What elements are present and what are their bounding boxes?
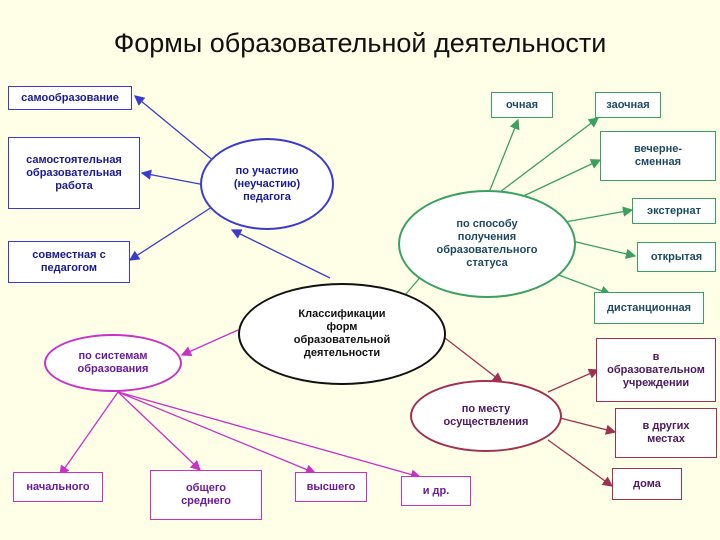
arrow-status-to-evening [514, 159, 602, 201]
arrow-participation-to-independent [140, 169, 206, 186]
other-places-box: в других местах [615, 408, 717, 458]
arrow-systems-to-higher [117, 391, 317, 475]
arrow-place-to-other-places [559, 417, 617, 435]
systems-node: по системам образования [44, 334, 182, 392]
selfeducation-box: самообразование [8, 86, 132, 110]
higher-box: высшего [295, 472, 367, 502]
correspondence-box: заочная [595, 92, 661, 118]
arrow-status-to-correspondence [499, 117, 600, 193]
arrow-place-to-home [547, 439, 614, 487]
primary-box: начального [13, 472, 103, 502]
arrow-systems-to-other [117, 391, 422, 480]
independent-work-box: самостоятельная образовательная работа [8, 137, 140, 209]
arrow-participation-to-selfeducation [133, 95, 216, 163]
place-node: по месту осуществления [410, 380, 562, 452]
arrow-systems-to-secondary [117, 391, 201, 471]
arrow-status-to-fulltime [489, 118, 520, 191]
open-box: открытая [637, 242, 716, 272]
etc-box: и др. [401, 476, 471, 506]
general-secondary-box: общего среднего [150, 470, 262, 520]
arrow-status-to-open [567, 239, 637, 259]
arrow-center-to-place [444, 337, 504, 383]
arrow-center-to-systems [180, 329, 239, 357]
participation-node: по участию (неучастию) педагога [200, 138, 334, 230]
center-node: Классификации форм образовательной деяте… [238, 283, 446, 385]
distance-box: дистанционная [594, 292, 704, 324]
page-title: Формы образовательной деятельности [113, 28, 607, 58]
fulltime-box: очная [491, 92, 553, 118]
external-study-box: экстернат [632, 198, 716, 224]
arrow-status-to-external [564, 206, 634, 223]
arrow-systems-to-primary [59, 391, 119, 477]
arrow-place-to-institution [547, 368, 600, 393]
arrow-center-to-participation [230, 229, 331, 279]
home-box: дома [612, 468, 682, 500]
arrow-participation-to-joint [128, 204, 216, 261]
institution-box: в образовательном учреждении [596, 338, 716, 402]
joint-with-teacher-box: совместная с педагогом [8, 241, 130, 283]
evening-shift-box: вечерне- сменная [600, 131, 716, 181]
status-node: по способу получения образовательного ст… [398, 190, 576, 298]
